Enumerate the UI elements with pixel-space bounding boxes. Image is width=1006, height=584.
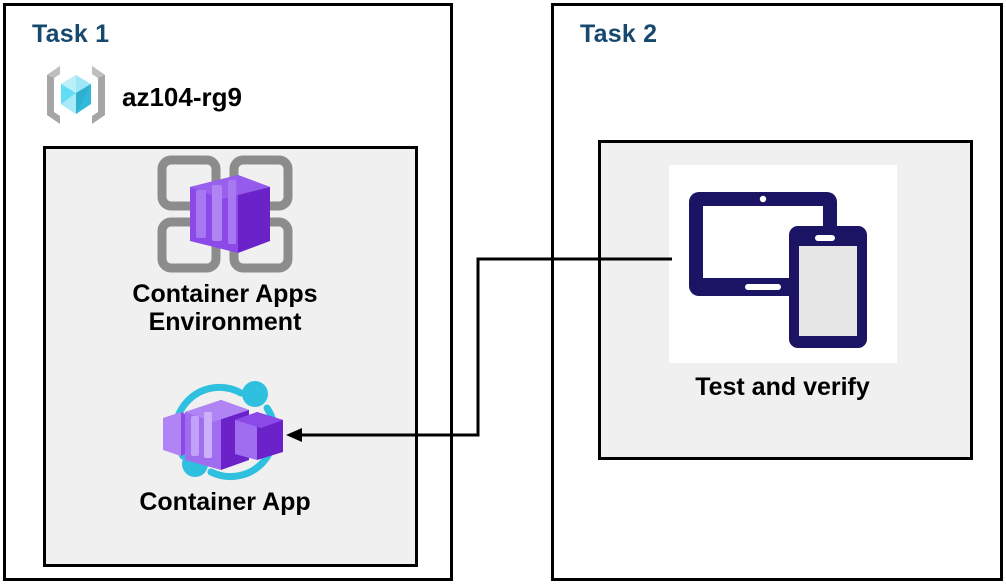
resource-group-label: az104-rg9: [122, 82, 242, 112]
node-container-apps-environment: Container Apps Environment: [60, 152, 390, 336]
task-2-title: Task 2: [580, 20, 658, 48]
node-container-apps-environment-label: Container Apps Environment: [132, 280, 318, 336]
node-test-and-verify: Test and verify: [655, 165, 910, 401]
container-apps-environment-icon: [152, 152, 298, 276]
task-1-title: Task 1: [32, 20, 110, 48]
node-container-app-label: Container App: [139, 488, 311, 516]
resource-group-icon: [40, 62, 112, 133]
node-container-app: Container App: [60, 368, 390, 516]
node-test-and-verify-label: Test and verify: [695, 373, 870, 401]
devices-icon: [668, 165, 897, 363]
resource-group-row: az104-rg9: [40, 62, 242, 133]
container-app-icon: [145, 368, 305, 486]
